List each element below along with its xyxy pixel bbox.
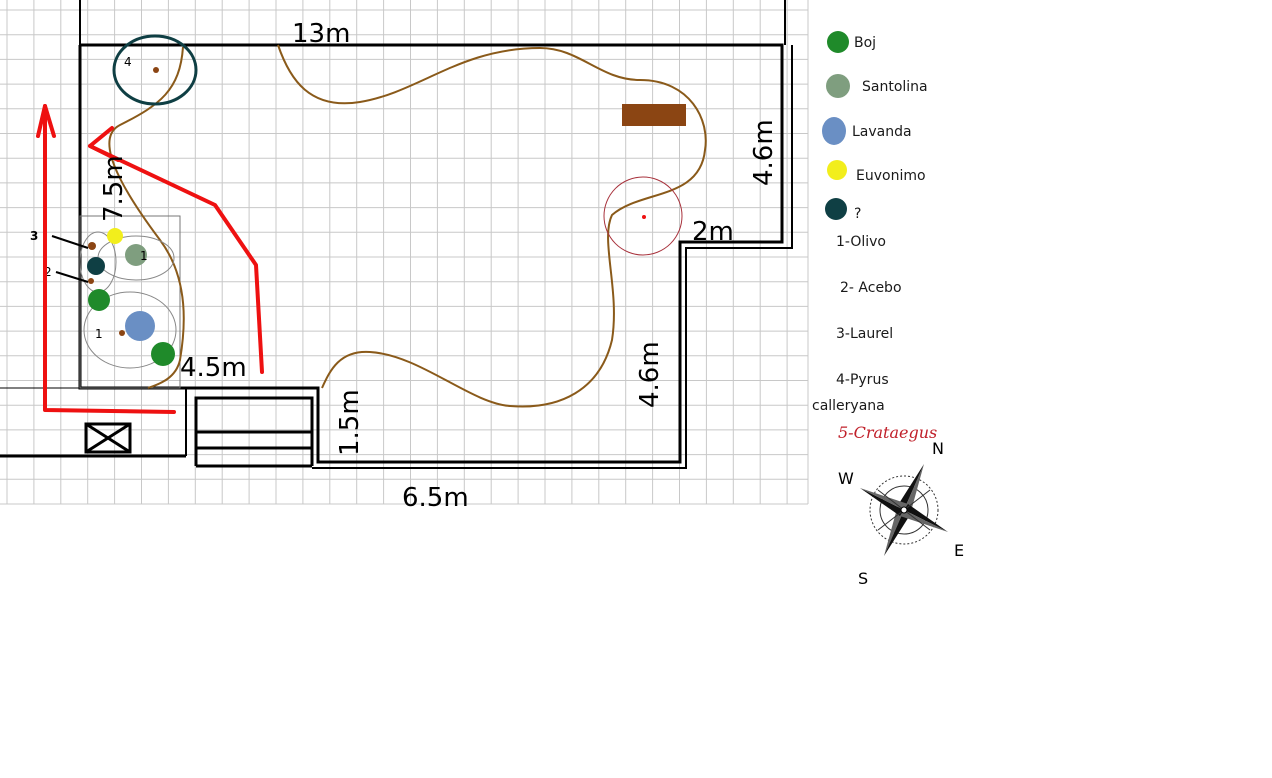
legend-boj-swatch [827, 31, 849, 53]
tree-4 [112, 34, 198, 106]
legend-santolina: Santolina [862, 79, 928, 95]
compass-w: W [838, 469, 854, 488]
bench [622, 104, 686, 126]
lavanda-plant [125, 311, 155, 341]
legend-pyrus: 4-Pyrus [836, 372, 889, 388]
legend-lavanda: Lavanda [852, 124, 912, 140]
tree-5 [603, 176, 683, 256]
legend: Boj Santolina Lavanda Euvonimo ? 1-Olivo… [812, 31, 937, 442]
dim-bottom: 6.5m [402, 483, 469, 513]
legend-unknown: ? [854, 206, 861, 222]
legend-crataegus: 5-Crataegus [838, 423, 937, 442]
legend-laurel: 3-Laurel [836, 326, 893, 342]
acebo-trunk [88, 278, 94, 284]
arrow-left-head [36, 104, 56, 138]
bed-label-3: 3 [30, 229, 38, 243]
dim-right-upper: 4.6m [749, 119, 779, 186]
planting-bed [79, 215, 181, 389]
dim-step: 2m [692, 217, 734, 247]
access-arrows [36, 104, 264, 414]
legend-santolina-swatch [826, 74, 850, 98]
tree-4-label: 4 [124, 55, 132, 69]
inner-wall-line [312, 45, 793, 469]
arrow-right [88, 144, 264, 374]
santolina-plant [125, 244, 147, 266]
euvonimo-plant [107, 228, 123, 244]
dim-bottom-left: 4.5m [180, 353, 247, 383]
gate-icon [84, 422, 132, 454]
compass-n: N [932, 439, 944, 458]
arrow-right-head [88, 126, 120, 162]
arrow-left [43, 104, 176, 414]
grid [0, 0, 809, 505]
dim-right-lower: 4.6m [635, 341, 665, 408]
compass-rose-icon [860, 464, 948, 556]
dim-top: 13m [292, 19, 350, 49]
laurel-trunk [119, 330, 125, 336]
dim-left: 7.5m [99, 155, 129, 222]
legend-unknown-swatch [825, 198, 847, 220]
bed-path [108, 46, 185, 389]
legend-boj: Boj [854, 35, 876, 51]
boj-plant-2 [151, 342, 175, 366]
unknown-plant [87, 257, 105, 275]
legend-euvonimo: Euvonimo [856, 168, 926, 184]
legend-lavanda-swatch [822, 117, 846, 145]
entry-steps [194, 396, 314, 468]
boj-plant [88, 289, 110, 311]
bed-plants [51, 228, 177, 369]
bed-label-1: 1 [95, 327, 103, 341]
dim-entry: 1.5m [335, 389, 365, 456]
legend-acebo: 2- Acebo [840, 280, 902, 296]
compass-e: E [954, 541, 964, 560]
legend-euvonimo-swatch [827, 160, 847, 180]
bed-label-1b: 1 [140, 249, 148, 263]
legend-olivo: 1-Olivo [836, 234, 886, 250]
compass-s: S [858, 569, 868, 588]
garden-path [277, 44, 707, 408]
legend-calleryana: calleryana [812, 398, 885, 414]
bed-label-2: 2 [44, 265, 52, 279]
olivo-trunk [88, 242, 96, 250]
